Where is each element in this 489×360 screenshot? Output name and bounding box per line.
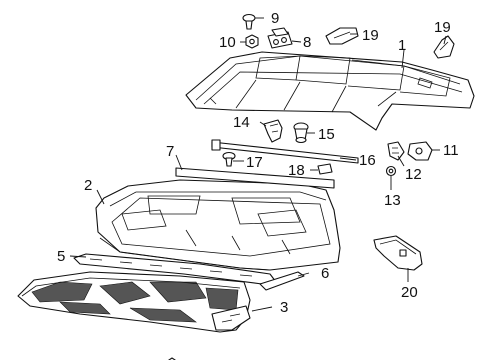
callout-17: 17: [246, 154, 263, 171]
callout-18: 18: [288, 162, 305, 179]
callout-10: 10: [219, 34, 236, 51]
callout-3: 3: [280, 299, 288, 316]
callout-19a: 19: [362, 27, 379, 44]
header-seal-strip-part: [175, 167, 335, 189]
callout-6: 6: [321, 265, 329, 282]
callout-14: 14: [233, 114, 250, 131]
retainer-bracket-part: [267, 27, 293, 49]
rear-trim-strip-part: [259, 271, 305, 291]
retaining-clip-part: [387, 141, 405, 161]
front-trim-strip-part: [73, 253, 277, 285]
screw-fastener-part: [242, 13, 256, 30]
corner-bracket-right-part: [433, 35, 455, 59]
visor-bracket-part: [373, 235, 423, 271]
callout-2: 2: [84, 177, 92, 194]
callout-16: 16: [359, 152, 376, 169]
trim-pin-part: [222, 151, 236, 167]
leader-lines: [69, 17, 447, 312]
callout-13: 13: [384, 192, 401, 209]
corner-bracket-left-part: [325, 27, 359, 45]
side-bracket-clip-part: [407, 141, 433, 161]
callout-1: 1: [398, 37, 406, 54]
callout-7: 7: [166, 143, 174, 160]
callout-9: 9: [271, 10, 279, 27]
spacer-block-part: [317, 163, 333, 175]
nut-fastener-part: [245, 34, 259, 49]
callout-20: 20: [401, 284, 418, 301]
roof-panel-part: [185, 51, 475, 131]
callout-5: 5: [57, 248, 65, 265]
callout-11: 11: [443, 142, 459, 159]
headliner-panel-part: [95, 179, 341, 271]
small-nut-part: [385, 165, 397, 177]
callout-15: 15: [318, 126, 335, 143]
insulation-panel-part: [17, 271, 251, 333]
callout-8: 8: [303, 34, 311, 51]
grommet-part: [293, 122, 309, 144]
hook-clip-part: [263, 119, 283, 143]
callout-19b: 19: [434, 19, 451, 36]
callout-12: 12: [405, 166, 422, 183]
drip-rail-strip-part: [211, 139, 359, 164]
callout-labels: 1 2 3 4 5 6 7 8 9 10 11 12 13 14 15 16 1…: [57, 10, 459, 316]
